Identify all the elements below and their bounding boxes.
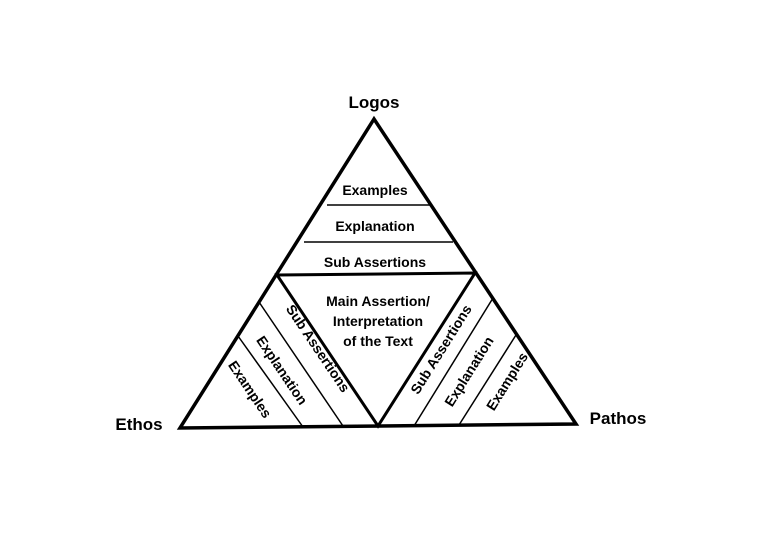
center-line-3: of the Text — [343, 333, 413, 349]
vertex-label-logos: Logos — [349, 93, 400, 112]
inner-triangle — [274, 271, 478, 429]
right-divider-1 — [413, 297, 494, 427]
center-line-1: Main Assertion/ — [326, 293, 430, 309]
top-band-examples: Examples — [342, 182, 408, 198]
right-divider-2 — [458, 334, 517, 426]
top-band-sub-assertions: Sub Assertions — [324, 254, 426, 270]
left-divider-2 — [237, 335, 304, 428]
vertex-label-pathos: Pathos — [590, 409, 647, 428]
vertex-label-ethos: Ethos — [115, 415, 162, 434]
center-line-2: Interpretation — [333, 313, 423, 329]
left-divider-1 — [258, 301, 344, 427]
top-band-explanation: Explanation — [335, 218, 414, 234]
